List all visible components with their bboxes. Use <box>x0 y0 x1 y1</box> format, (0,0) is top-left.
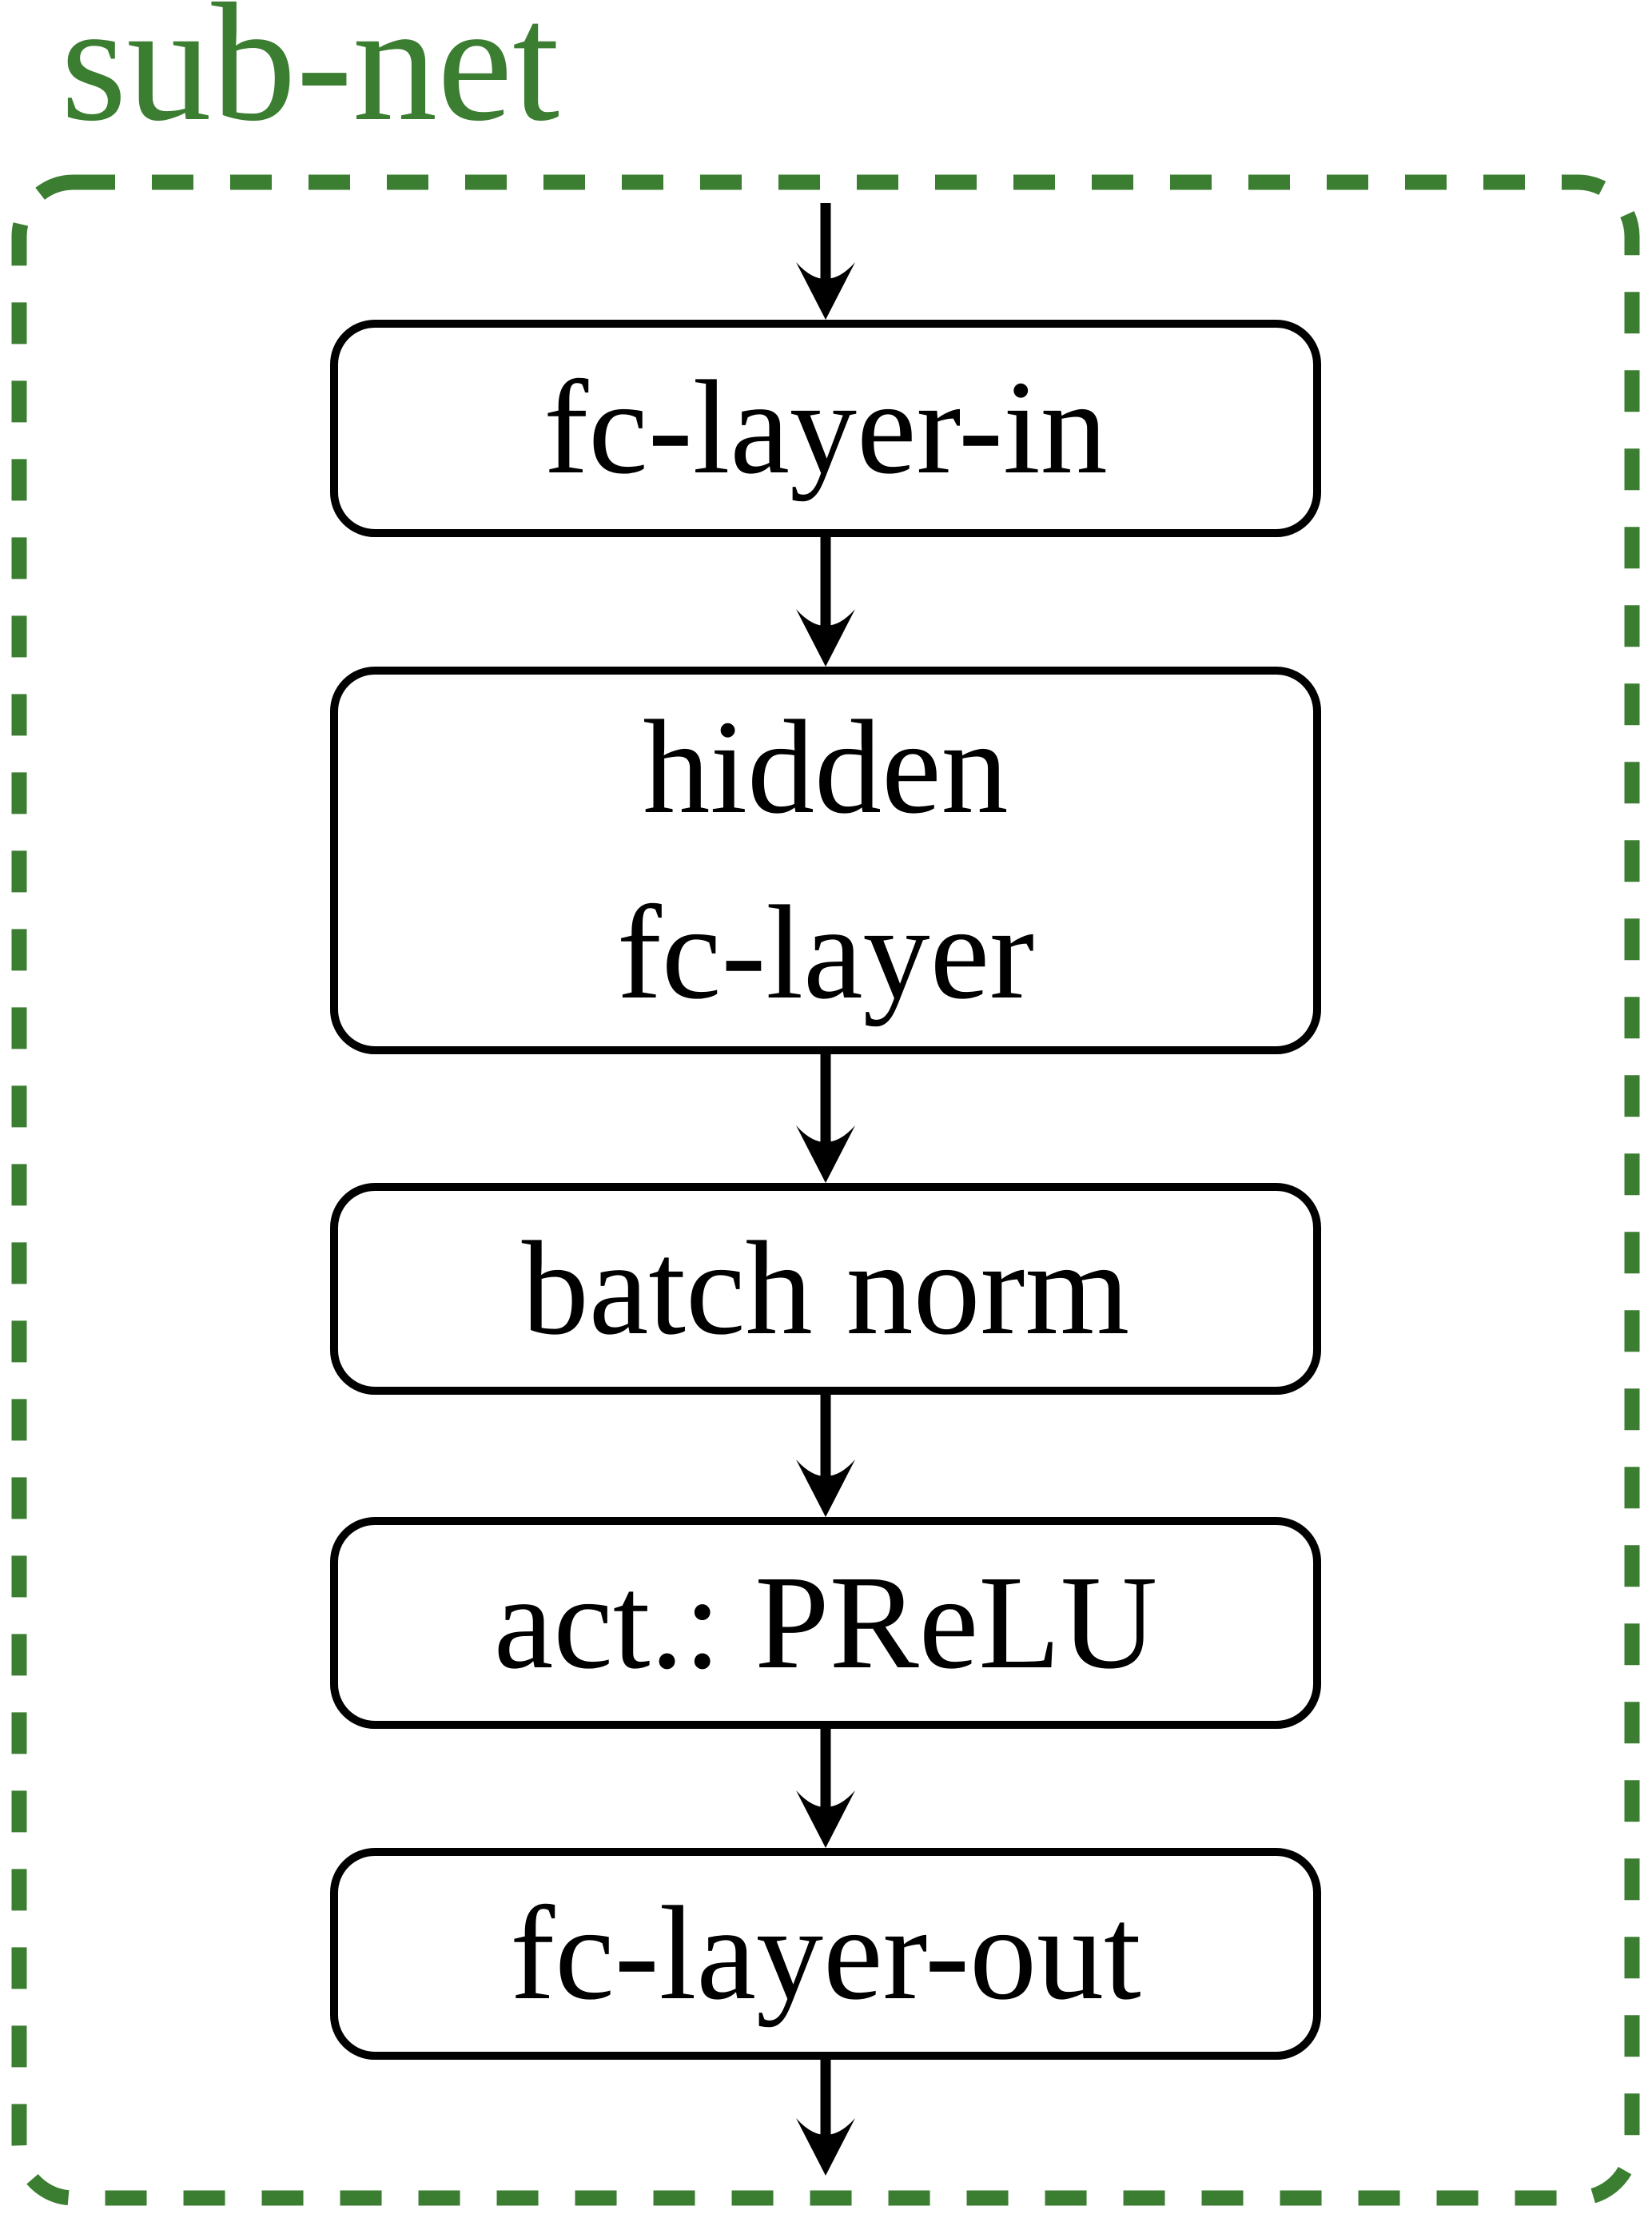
node-fc-layer-out-label: fc-layer-out <box>510 1878 1141 2028</box>
node-activation-prelu-label: act.: PReLU <box>493 1547 1158 1697</box>
node-hidden-fc-layer-line-2: fc-layer <box>616 878 1035 1027</box>
arrow-input-to-fc-layer-in <box>796 203 855 320</box>
node-hidden-fc-layer: hidden fc-layer <box>330 667 1321 1054</box>
node-hidden-fc-layer-line-1: hidden <box>643 692 1009 842</box>
arrow-hidden-to-batch-norm <box>796 1054 855 1183</box>
node-batch-norm: batch norm <box>330 1183 1321 1395</box>
arrow-activation-to-fc-layer-out <box>796 1729 855 1848</box>
node-fc-layer-out: fc-layer-out <box>330 1848 1321 2060</box>
arrow-fc-layer-in-to-hidden <box>796 537 855 667</box>
node-activation-prelu: act.: PReLU <box>330 1517 1321 1729</box>
node-fc-layer-in: fc-layer-in <box>330 320 1321 537</box>
diagram-title: sub-net <box>61 0 560 156</box>
arrow-fc-layer-out-to-output <box>796 2060 855 2176</box>
node-fc-layer-in-label: fc-layer-in <box>543 353 1108 503</box>
node-batch-norm-label: batch norm <box>521 1213 1130 1363</box>
arrow-batch-norm-to-activation <box>796 1395 855 1517</box>
subnet-boundary-rect <box>11 174 1640 2206</box>
